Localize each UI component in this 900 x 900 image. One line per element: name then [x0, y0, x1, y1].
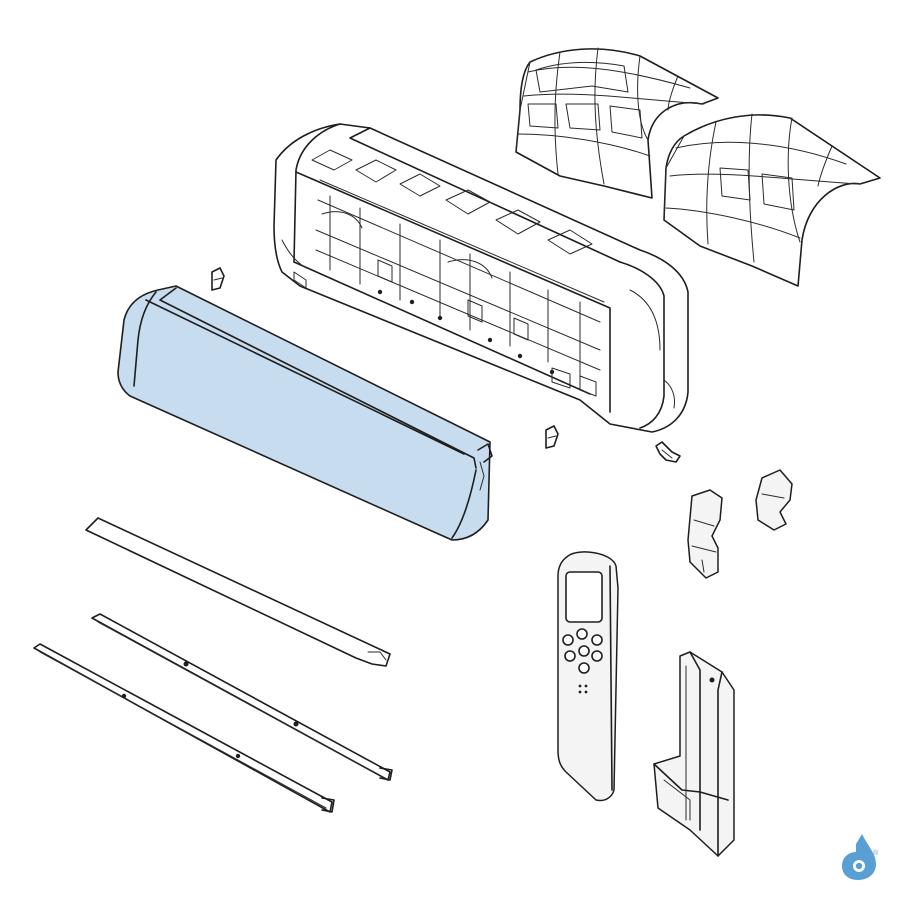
water-drop-logo-icon	[842, 834, 876, 880]
indoor-unit-chassis	[273, 123, 689, 433]
filter-right	[663, 113, 881, 287]
side-bracket	[655, 441, 681, 463]
louver-upper	[91, 613, 393, 781]
filter-left	[515, 47, 719, 199]
front-panel	[117, 285, 493, 541]
panel-clip-left	[211, 267, 225, 291]
panel-clip-right	[545, 425, 559, 449]
louver-lower	[33, 643, 335, 813]
remote-holder	[653, 651, 735, 857]
side-cover-large	[687, 489, 723, 579]
display-strip	[85, 517, 391, 667]
remote-control	[557, 551, 619, 802]
side-cover-small	[755, 469, 793, 531]
registered-mark: ®	[873, 849, 879, 857]
